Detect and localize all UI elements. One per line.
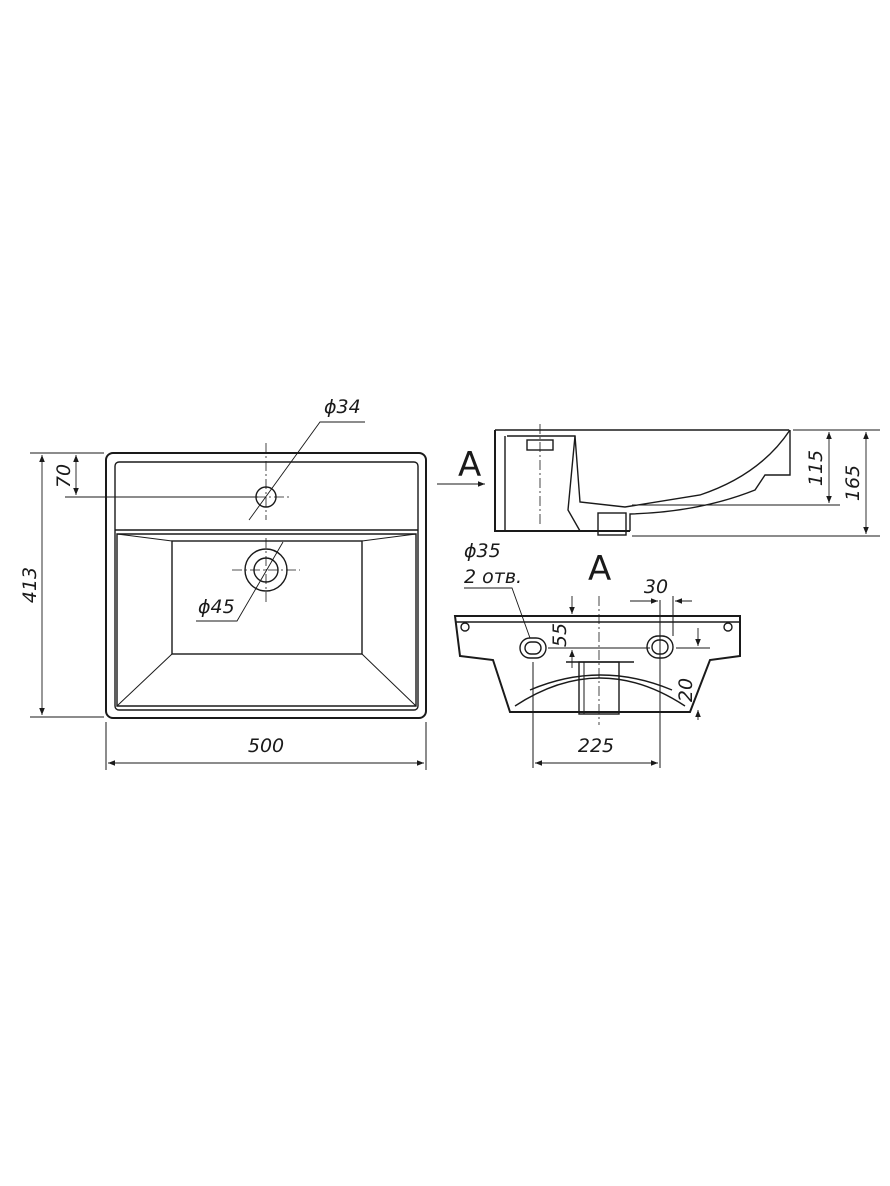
bowl-edge-br (361, 653, 417, 707)
bowl-rim (116, 533, 417, 707)
dim-20: 20 (675, 678, 697, 702)
leader-34 (248, 421, 365, 521)
dim-30: 30 (644, 576, 668, 598)
dim-55: 55 (549, 623, 571, 647)
bowl-edge-tl (116, 533, 173, 542)
mount-hole-left (519, 637, 547, 659)
fix-hole-right (723, 622, 733, 632)
side-outline-base (494, 430, 630, 532)
front-outline (453, 615, 741, 713)
basin-inner-outline (114, 461, 419, 711)
dim-70: 70 (53, 464, 75, 488)
fix-hole-left (460, 622, 470, 632)
side-inner-wall (567, 435, 581, 532)
front-view-a: A 225 30 55 20 ϕ35 2 отв. (453, 540, 741, 768)
leader-35 (464, 587, 531, 639)
side-drain-pipe (597, 512, 627, 536)
dim-115: 115 (805, 450, 827, 486)
dim-225: 225 (578, 735, 614, 757)
dim-165: 165 (842, 465, 864, 501)
bowl-edge-tr (361, 533, 417, 542)
dim-mount-hole: ϕ35 (464, 540, 501, 562)
top-view: 413 70 500 ϕ34 ϕ45 (19, 396, 427, 770)
dim-faucet-hole: ϕ34 (324, 396, 361, 418)
dim-413: 413 (19, 567, 41, 603)
front-bowl-arc-outer (514, 677, 686, 707)
section-marker-label: A (458, 445, 481, 485)
side-bowl-curve (507, 429, 791, 508)
bowl-floor (171, 540, 363, 655)
side-section-view: 115 165 A (437, 424, 880, 537)
dim-mount-count: 2 отв. (464, 566, 522, 588)
side-faucet-slot (526, 439, 554, 451)
side-front-lip (629, 430, 791, 531)
mount-hole-left-inner (524, 641, 542, 655)
view-a-label: A (588, 549, 611, 589)
dim-drain: ϕ45 (198, 596, 235, 618)
bowl-edge-bl (116, 653, 173, 707)
dim-500: 500 (248, 735, 284, 757)
leader-45 (196, 541, 284, 622)
front-bowl-arc-inner (529, 674, 673, 691)
